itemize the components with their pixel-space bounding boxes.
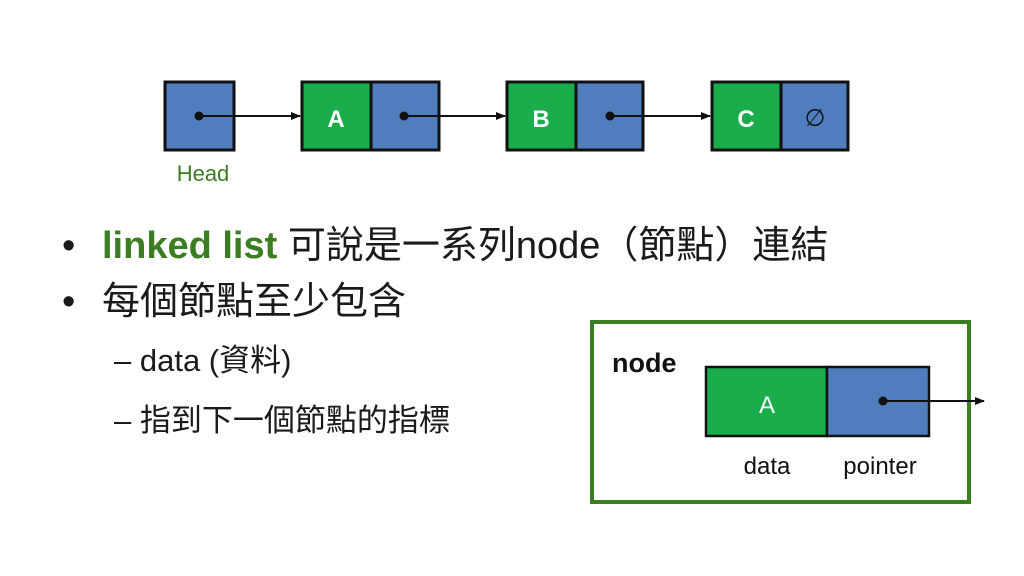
bullet-linked-list: linked list 可說是一系列node（節點）連結	[62, 220, 828, 276]
data-label: data	[744, 453, 791, 480]
node-c-data-box	[710, 80, 783, 152]
node-structure-title: node	[612, 348, 677, 378]
node-c-pointer-box	[779, 80, 850, 152]
bullet-node-contains-text: 每個節點至少包含	[102, 281, 407, 323]
sub-bullet-pointer-text: – 指到下一個節點的指標	[114, 403, 450, 438]
sub-bullet-data: – data (資料)	[62, 332, 828, 392]
pointer-label: pointer	[843, 453, 916, 480]
bullet-list: linked list 可說是一系列node（節點）連結 每個節點至少包含 – …	[62, 220, 828, 452]
bullet-linked-list-text: 可說是一系列node（節點）連結	[277, 225, 829, 267]
node-a-value: A	[327, 106, 344, 133]
node-b-data-box	[505, 80, 578, 152]
node-structure-data-value: A	[759, 392, 775, 419]
node-b-value: B	[532, 106, 549, 133]
node-structure-data-box	[704, 365, 829, 438]
linked-list-term: linked list	[102, 225, 278, 267]
head-label: Head	[177, 161, 230, 186]
sub-bullet-pointer: – 指到下一個節點的指標	[62, 392, 828, 452]
bullet-node-contains: 每個節點至少包含	[62, 276, 828, 332]
null-symbol: ∅	[805, 104, 826, 132]
sub-bullet-data-text: – data (資料)	[114, 343, 292, 378]
node-c-value: C	[737, 106, 754, 133]
